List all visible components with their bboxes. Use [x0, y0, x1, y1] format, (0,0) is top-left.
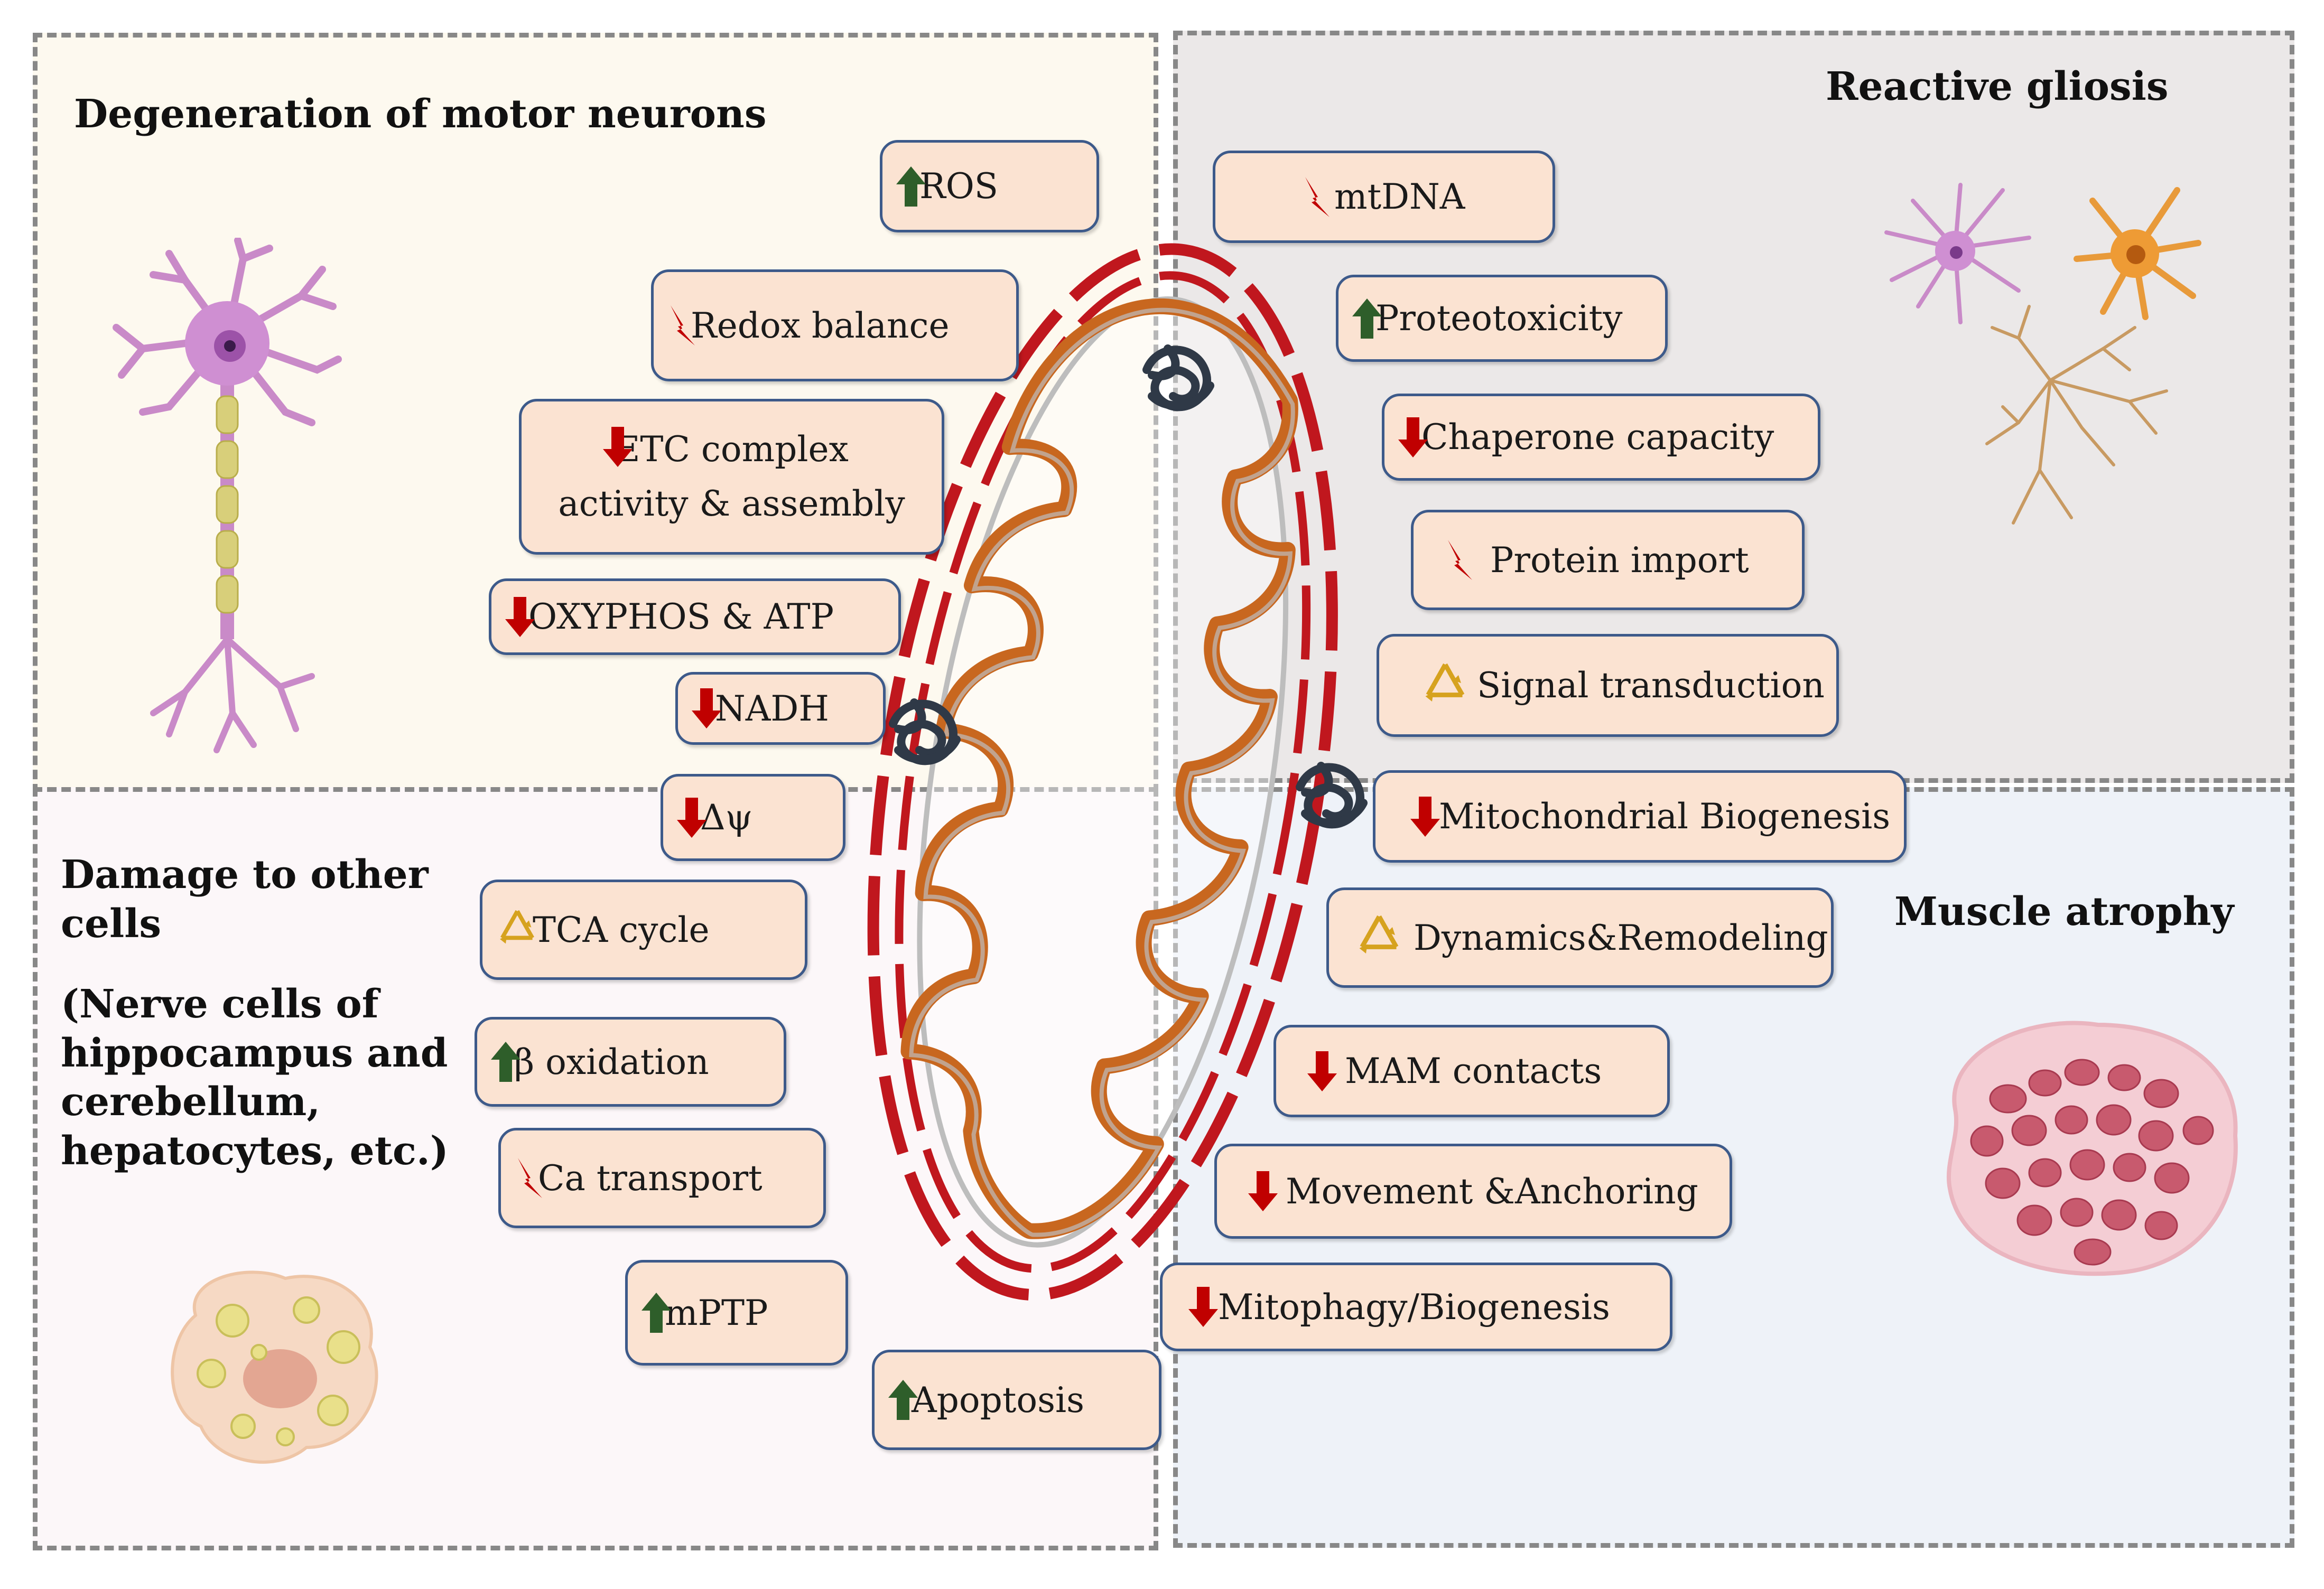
down-arrow-icon	[1248, 1171, 1278, 1211]
title-other-cells: Damage to other cells	[61, 852, 429, 947]
box-mitophagy-biogenesis: Mitophagy/Biogenesis	[1160, 1263, 1672, 1351]
up-arrow-icon	[491, 1042, 520, 1082]
box-delta-psi-label: Δψ	[700, 797, 753, 838]
recycle-icon	[1425, 663, 1465, 702]
box-mptp-label: mPTP	[665, 1292, 768, 1333]
box-mtdna-label: mtDNA	[1334, 176, 1465, 217]
box-mptp: mPTP	[625, 1260, 848, 1366]
box-mam-contacts-label: MAM contacts	[1345, 1051, 1602, 1091]
muscle-fiber-icon	[1946, 1021, 2238, 1276]
box-apoptosis: Apoptosis	[872, 1350, 1161, 1450]
box-oxyphos-atp: OXYPHOS & ATP	[489, 578, 901, 655]
down-arrow-icon	[692, 688, 721, 728]
box-ca-transport: Ca transport	[498, 1128, 826, 1228]
box-oxyphos-atp-label: OXYPHOS & ATP	[528, 596, 834, 637]
title-motor-neurons: Degeneration of motor neurons	[74, 91, 767, 137]
box-nadh: NADH	[675, 672, 886, 745]
box-redox-balance: Redox balance	[651, 269, 1019, 381]
box-beta-oxidation: β oxidation	[475, 1017, 786, 1107]
title-reactive-gliosis: Reactive gliosis	[1826, 64, 2169, 109]
down-arrow-icon	[677, 797, 707, 838]
lightning-icon	[518, 1158, 542, 1198]
box-protein-import-label: Protein import	[1490, 539, 1749, 581]
box-beta-oxidation-label: β oxidation	[514, 1041, 709, 1082]
recycle-icon	[500, 910, 534, 944]
down-arrow-icon	[1410, 796, 1440, 837]
box-tca-cycle-label: TCA cycle	[533, 909, 710, 950]
subtitle-other-cells: (Nerve cells of hippocampus and cerebell…	[61, 982, 449, 1174]
box-ca-transport-label: Ca transport	[538, 1157, 763, 1199]
lightning-icon	[1448, 540, 1472, 580]
box-etc-complex-label: ETC complex activity & assembly	[558, 429, 905, 524]
up-arrow-icon	[1352, 298, 1382, 339]
box-mitochondrial-biogenesis: Mitochondrial Biogenesis	[1373, 770, 1907, 863]
lightning-icon	[1305, 176, 1330, 217]
recycle-icon	[1359, 915, 1399, 954]
box-chaperone-capacity: Chaperone capacity	[1382, 394, 1820, 481]
title-muscle-atrophy: Muscle atrophy	[1894, 889, 2234, 934]
box-tca-cycle: TCA cycle	[480, 880, 807, 980]
box-ros-label: ROS	[919, 166, 999, 207]
box-mtdna: mtDNA	[1213, 151, 1555, 243]
box-protein-import: Protein import	[1411, 510, 1805, 610]
box-apoptosis-label: Apoptosis	[912, 1379, 1085, 1420]
hepatocyte-icon	[171, 1270, 378, 1464]
box-mitochondrial-biogenesis-label: Mitochondrial Biogenesis	[1439, 796, 1891, 837]
up-arrow-icon	[888, 1380, 918, 1420]
box-dynamics-remodeling-label: Dynamics&Remodeling	[1414, 917, 1828, 958]
lightning-icon	[671, 305, 695, 345]
up-arrow-icon	[896, 166, 926, 207]
box-mitophagy-biogenesis-label: Mitophagy/Biogenesis	[1218, 1286, 1610, 1328]
box-redox-balance-label: Redox balance	[691, 305, 950, 346]
glial-cells-icon	[1884, 183, 2201, 525]
down-arrow-icon	[1307, 1051, 1337, 1091]
box-etc-complex: ETC complex activity & assembly	[519, 399, 944, 555]
down-arrow-icon	[1398, 417, 1428, 457]
box-movement-anchoring: Movement &Anchoring	[1214, 1144, 1732, 1239]
motor-neuron-icon	[113, 238, 342, 753]
down-arrow-icon	[603, 426, 633, 467]
box-nadh-label: NADH	[715, 688, 829, 729]
up-arrow-icon	[642, 1293, 671, 1333]
box-ros: ROS	[880, 140, 1099, 232]
down-arrow-icon	[505, 596, 535, 637]
box-delta-psi: Δψ	[661, 774, 845, 861]
box-proteotoxicity-label: Proteotoxicity	[1375, 298, 1623, 339]
box-chaperone-capacity-label: Chaperone capacity	[1421, 417, 1774, 457]
box-signal-transduction-label: Signal transduction	[1477, 665, 1825, 706]
box-signal-transduction: Signal transduction	[1377, 634, 1839, 737]
box-movement-anchoring-label: Movement &Anchoring	[1286, 1171, 1698, 1212]
box-mam-contacts: MAM contacts	[1273, 1025, 1670, 1117]
box-proteotoxicity: Proteotoxicity	[1336, 275, 1668, 362]
down-arrow-icon	[1188, 1287, 1218, 1327]
box-dynamics-remodeling: Dynamics&Remodeling	[1326, 887, 1834, 988]
